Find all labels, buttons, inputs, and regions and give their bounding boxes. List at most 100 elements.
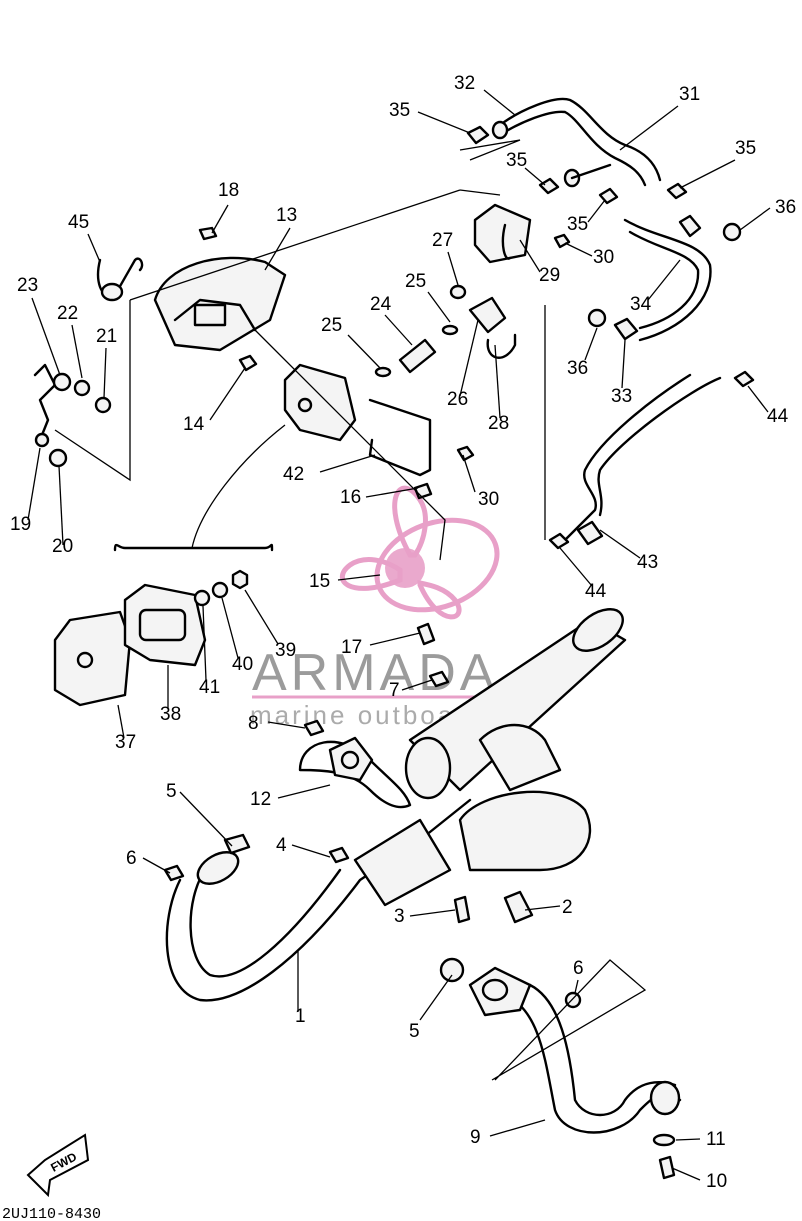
leader-line [417, 111, 471, 134]
leader-line [447, 251, 459, 286]
propeller-logo-icon [339, 485, 500, 620]
part-number-label: 19 [10, 514, 31, 535]
part-number-label: 5 [409, 1021, 420, 1042]
callout-17: 17 [341, 632, 421, 658]
part-number-label: 37 [115, 732, 136, 753]
part-number-label: 45 [68, 212, 89, 233]
exhaust-pipe-12 [298, 736, 412, 809]
leader-line [202, 605, 207, 681]
reed-valve-housing-13 [153, 226, 287, 352]
callout-7: 7 [389, 679, 433, 701]
callout-1: 1 [295, 950, 306, 1027]
callout-28: 28 [488, 344, 509, 434]
callout-32: 32 [454, 73, 516, 116]
part-number-label: 27 [432, 230, 453, 251]
callout-27: 27 [432, 230, 459, 286]
leader-line [621, 339, 626, 389]
leader-line [679, 159, 736, 189]
leader-line [103, 347, 107, 399]
leader-line [419, 974, 453, 1021]
callout-38: 38 [160, 665, 181, 725]
callout-44: 44 [747, 385, 789, 427]
callout-21: 21 [96, 326, 117, 399]
assembly-lines [54, 139, 647, 1081]
callout-6: 6 [573, 958, 584, 994]
leader-line [71, 324, 83, 379]
part-number-label: 26 [447, 389, 468, 410]
part-number-label: 2 [562, 897, 573, 918]
leader-line [369, 632, 421, 646]
hose-34 [623, 218, 712, 342]
leader-line [462, 454, 476, 493]
fwd-arrow-icon: FWD [26, 1133, 90, 1198]
callout-39: 39 [244, 589, 296, 661]
part-number-label: 23 [17, 275, 38, 296]
part-number-label: 3 [394, 906, 405, 927]
callout-23: 23 [17, 275, 61, 376]
callout-13: 13 [264, 205, 297, 271]
callout-29: 29 [519, 239, 560, 286]
leader-line [142, 857, 171, 874]
leader-line [524, 167, 546, 186]
part-number-label: 38 [160, 704, 181, 725]
leader-line [671, 1167, 701, 1181]
group-bracket [113, 543, 274, 552]
callout-33: 33 [611, 339, 632, 407]
callout-41: 41 [199, 605, 220, 698]
part-number-label: 21 [96, 326, 117, 347]
callout-15: 15 [309, 571, 381, 592]
intake-box-42 [283, 363, 475, 477]
leader-line [244, 589, 279, 645]
leader-line [409, 909, 456, 917]
callout-12: 12 [250, 784, 331, 810]
leader-line [519, 239, 541, 273]
part-number-label: 43 [637, 552, 658, 573]
leader-line [587, 199, 606, 223]
bolt-14 [238, 354, 258, 372]
leader-line [747, 385, 769, 413]
part-number-label: 1 [295, 1006, 306, 1027]
callout-36: 36 [739, 197, 796, 231]
leader-line [494, 344, 501, 419]
callout-11: 11 [675, 1129, 726, 1150]
leader-line [365, 487, 419, 498]
callout-35: 35 [389, 100, 471, 134]
callout-34: 34 [630, 259, 681, 315]
hose-group-24-28 [374, 284, 517, 378]
callout-2: 2 [524, 897, 573, 918]
leader-line [87, 233, 101, 263]
part-number-label: 4 [276, 835, 287, 856]
callout-19: 19 [10, 447, 41, 535]
part-number-label: 36 [567, 358, 588, 379]
leader-line [584, 327, 598, 361]
exhaust-pipe-9 [468, 966, 682, 1134]
part-number-label: 44 [767, 406, 789, 427]
callout-42: 42 [283, 454, 376, 485]
leader-line [739, 207, 771, 231]
leader-line [347, 334, 381, 369]
leader-line [117, 704, 125, 739]
part-number-label: 13 [276, 205, 297, 226]
part-number-label: 11 [706, 1129, 726, 1150]
part-number-label: 14 [183, 414, 205, 435]
callout-25: 25 [321, 315, 381, 369]
part-number-label: 25 [405, 271, 426, 292]
callout-3: 3 [394, 906, 456, 927]
callout-22: 22 [57, 303, 83, 379]
callout-8: 8 [248, 713, 306, 734]
diagram-code: 2UJ110-8430 [2, 1206, 101, 1221]
leader-line [267, 721, 306, 729]
callout-6: 6 [126, 848, 171, 874]
callout-30: 30 [462, 454, 499, 510]
part-number-label: 18 [218, 180, 239, 201]
callout-10: 10 [671, 1167, 727, 1192]
callout-44: 44 [559, 547, 607, 602]
part-number-label: 30 [478, 489, 499, 510]
leader-line [211, 204, 229, 234]
part-number-label: 35 [735, 138, 756, 159]
part-number-label: 25 [321, 315, 342, 336]
callout-35: 35 [679, 138, 756, 189]
part-number-label: 35 [567, 214, 588, 235]
callout-layer: 1234556678910111213141516171819202122232… [10, 73, 796, 1192]
